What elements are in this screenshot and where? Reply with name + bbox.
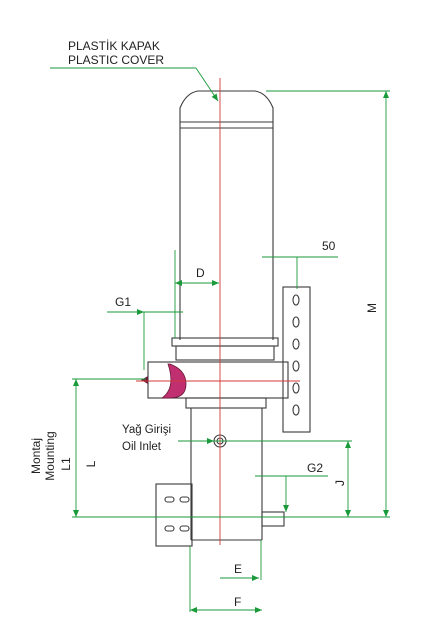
dim-l1-l xyxy=(72,378,390,518)
dim-g1 xyxy=(107,309,183,370)
label-plastic-cover-en: PLASTIC COVER xyxy=(68,53,164,67)
dim-label-50: 50 xyxy=(322,239,336,253)
mounting-block xyxy=(155,483,193,547)
label-mounting-en: Mounting xyxy=(43,431,57,480)
side-bracket xyxy=(282,286,311,433)
dim-m xyxy=(266,90,390,517)
gland-flange xyxy=(171,337,279,361)
dim-50 xyxy=(262,256,338,289)
barrel xyxy=(179,122,274,340)
dim-g2 xyxy=(255,475,328,512)
dim-plastic-cover xyxy=(50,67,219,102)
dim-label-l: L xyxy=(84,460,98,467)
dim-label-d: D xyxy=(196,266,205,280)
dim-label-f: F xyxy=(234,595,241,609)
oil-port-fitting xyxy=(261,511,285,527)
label-oil-inlet-tr: Yağ Girişi xyxy=(122,424,171,436)
dim-d xyxy=(174,250,219,338)
dim-e xyxy=(220,540,262,581)
dim-label-g2: G2 xyxy=(307,461,323,475)
dim-label-j: J xyxy=(333,480,347,486)
lower-body xyxy=(185,397,267,541)
plastic-cover xyxy=(179,90,274,129)
dim-label-g1: G1 xyxy=(115,295,131,309)
dim-label-m: M xyxy=(365,303,379,313)
label-plastic-cover-tr: PLASTİK KAPAK xyxy=(68,39,160,53)
dim-label-l1: L1 xyxy=(59,457,73,471)
cross-tube xyxy=(141,361,289,399)
label-mounting-tr: Montaj xyxy=(29,438,43,474)
dim-label-e: E xyxy=(234,562,242,576)
dim-f xyxy=(189,546,262,613)
center-lines xyxy=(136,78,300,545)
label-oil-inlet-en: Oil Inlet xyxy=(122,441,162,453)
